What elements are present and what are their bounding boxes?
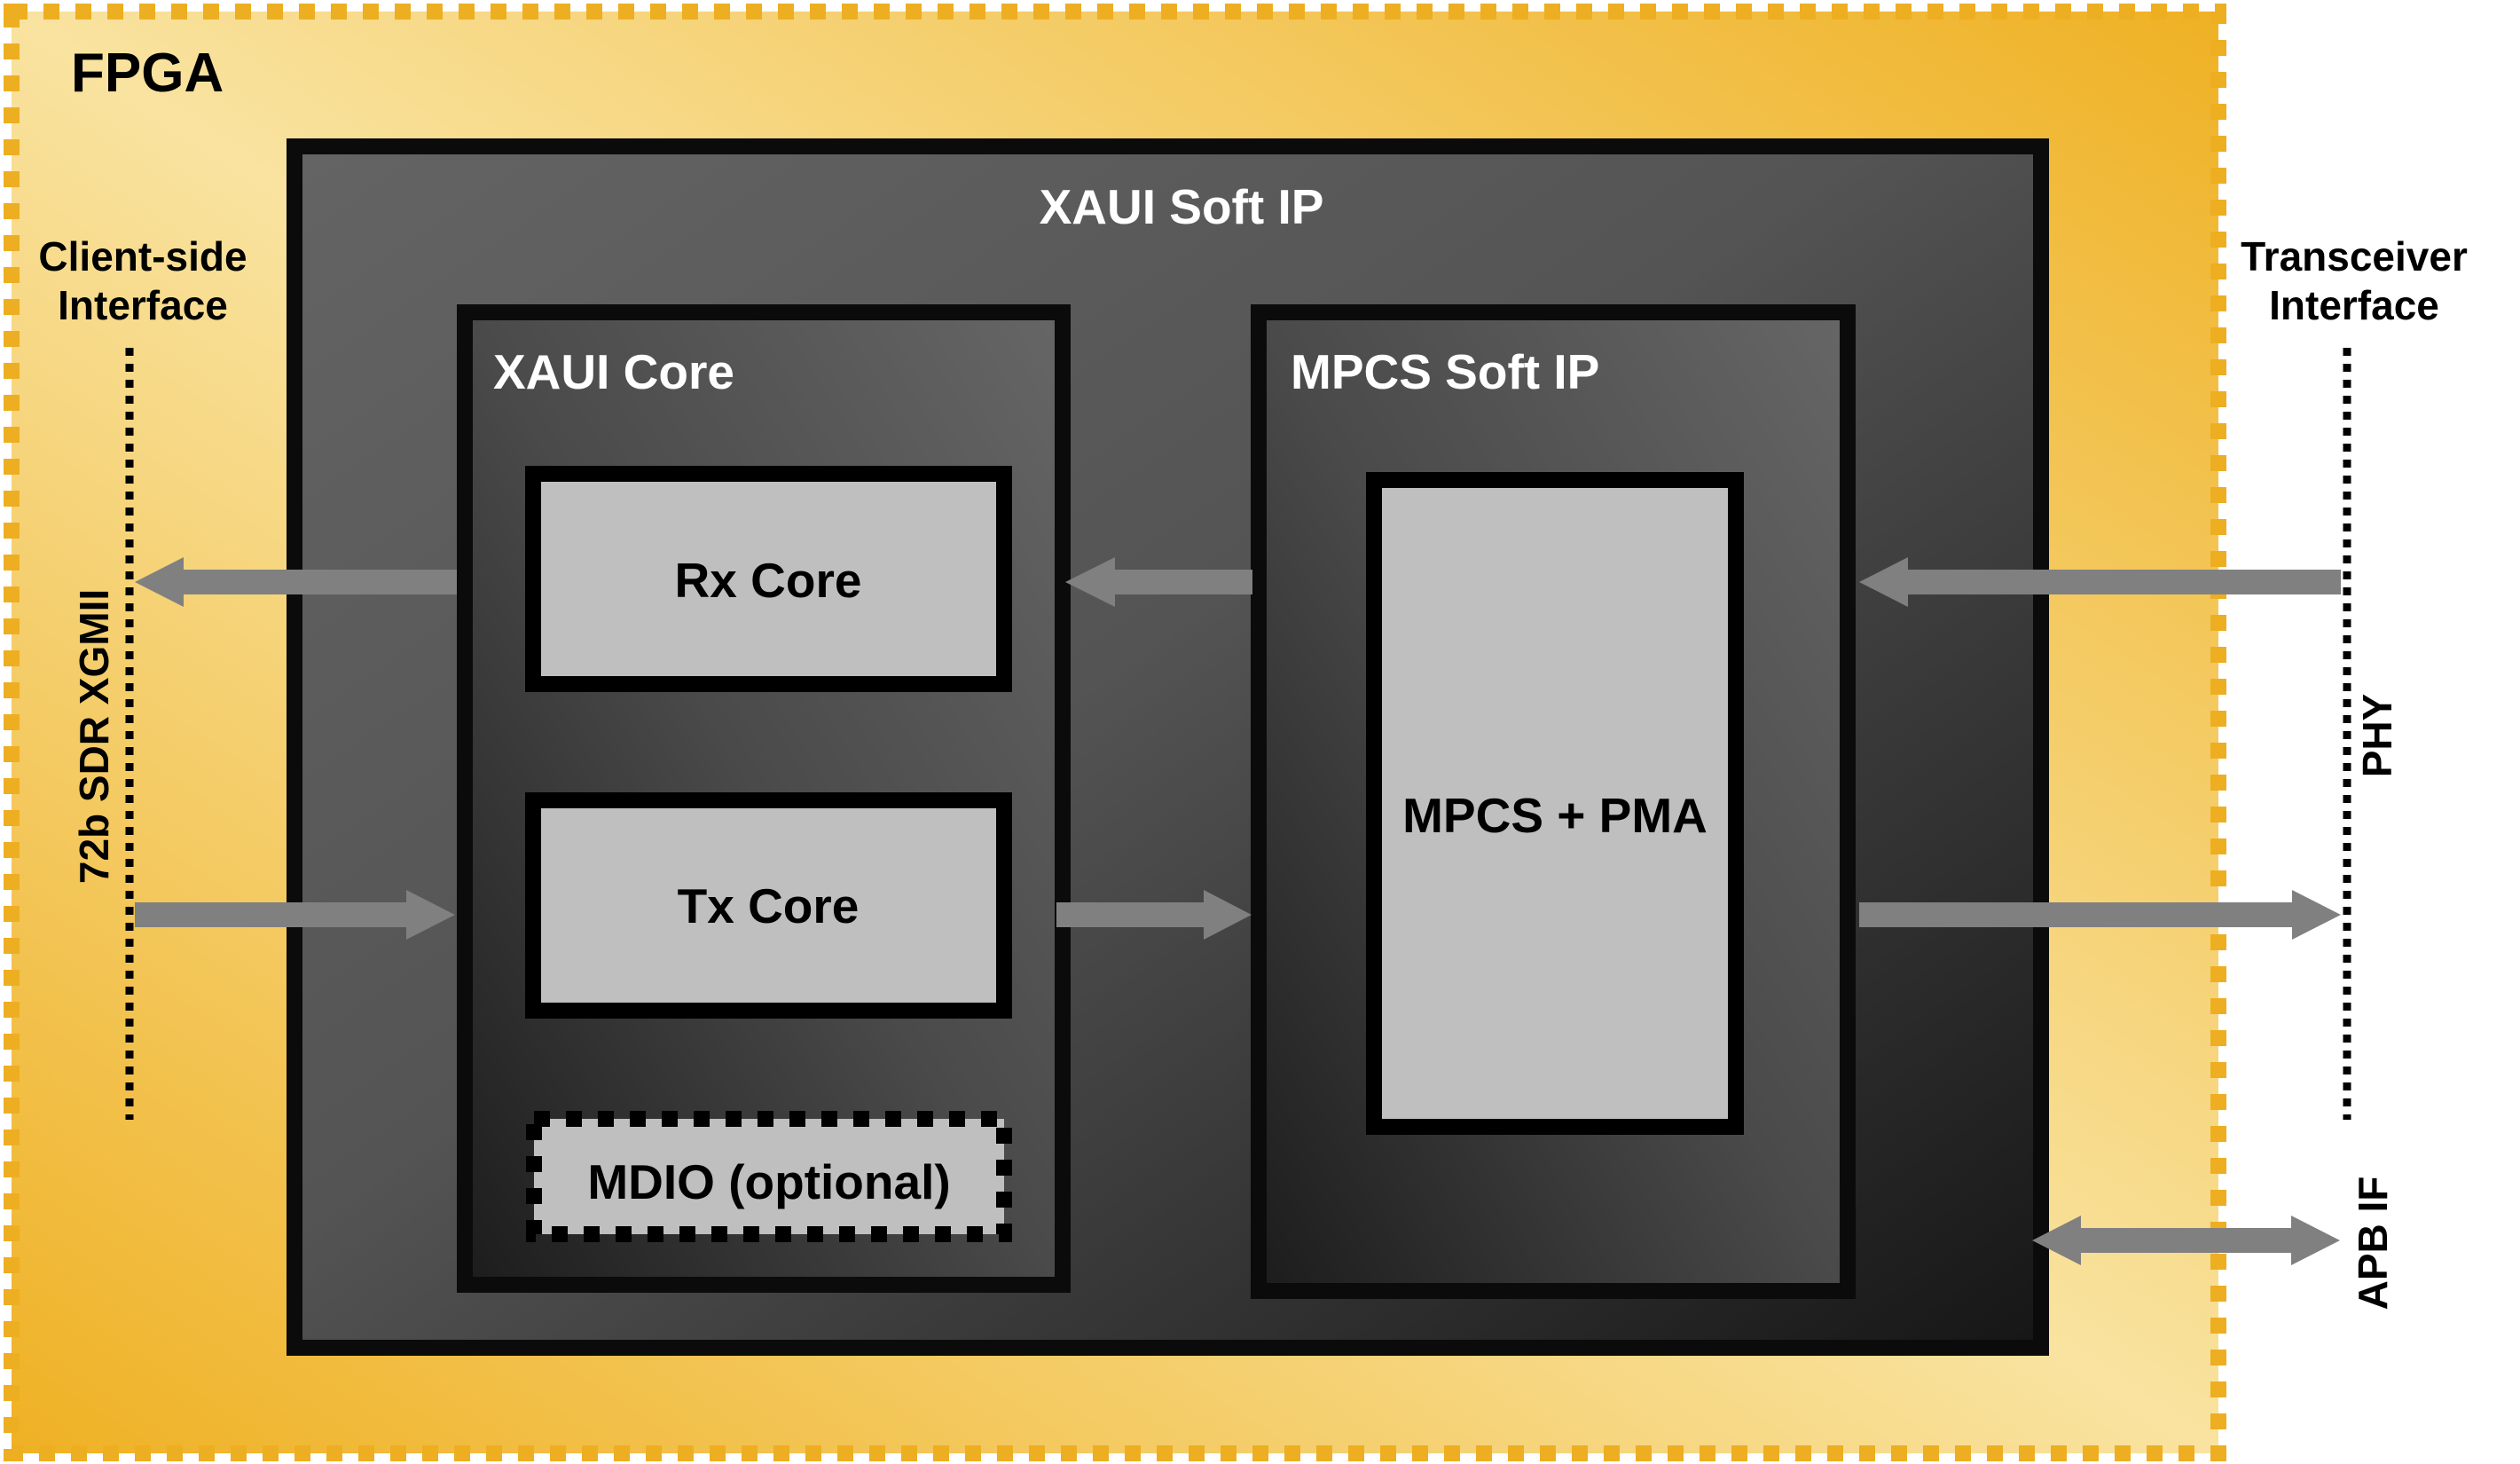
transceiver-interface-title-line2: Interface — [2269, 282, 2439, 328]
arrow-rx-mpcs-to-core — [1065, 557, 1252, 607]
rx-core-label: Rx Core — [675, 553, 862, 608]
xaui-core-block: XAUI Core Rx Core Tx Core MDIO (optional… — [457, 304, 1071, 1293]
arrow-rx-to-client — [135, 557, 457, 607]
arrow-apb-bidirectional — [2032, 1216, 2340, 1265]
rx-core-block: Rx Core — [525, 466, 1012, 692]
arrow-rx-phy-to-mpcs — [1859, 557, 2341, 607]
client-side-interface: Client-side Interface 72b SDR XGMII — [38, 233, 247, 1120]
mdio-dashed-border — [526, 1111, 1012, 1242]
client-interface-title-line2: Interface — [58, 282, 228, 328]
rx-core-box — [525, 466, 1012, 692]
tx-core-label: Tx Core — [678, 878, 860, 933]
transceiver-interface-title-line1: Transceiver — [2241, 233, 2468, 279]
mpcs-pma-block: MPCS + PMA — [1366, 472, 1744, 1135]
fpga-label: FPGA — [71, 43, 224, 104]
arrows — [135, 557, 2341, 1265]
mpcs-pma-box — [1366, 472, 1744, 1135]
arrow-tx-from-client — [135, 890, 455, 940]
mdio-label: MDIO (optional) — [587, 1154, 950, 1209]
mpcs-soft-ip-block: MPCS Soft IP MPCS + PMA — [1251, 304, 1856, 1299]
mpcs-pma-label: MPCS + PMA — [1402, 788, 1707, 843]
client-interface-title-line1: Client-side — [38, 233, 247, 279]
tx-core-block: Tx Core — [525, 792, 1012, 1019]
arrow-tx-mpcs-to-phy — [1859, 890, 2341, 940]
mdio-block: MDIO (optional) — [526, 1111, 1012, 1242]
xaui-core-label: XAUI Core — [493, 344, 734, 399]
xaui-soft-ip-label: XAUI Soft IP — [1040, 179, 1324, 234]
arrow-tx-core-to-mpcs — [1056, 890, 1252, 940]
mdio-box-fill — [534, 1119, 1004, 1234]
transceiver-interface: Transceiver Interface PHY — [2241, 233, 2468, 1120]
client-bus-label: 72b SDR XGMII — [71, 589, 117, 884]
mpcs-soft-ip-label: MPCS Soft IP — [1291, 344, 1599, 399]
tx-core-box — [525, 792, 1012, 1019]
apb-if-label: APB IF — [2350, 1177, 2396, 1311]
phy-bus-label: PHY — [2354, 694, 2400, 778]
